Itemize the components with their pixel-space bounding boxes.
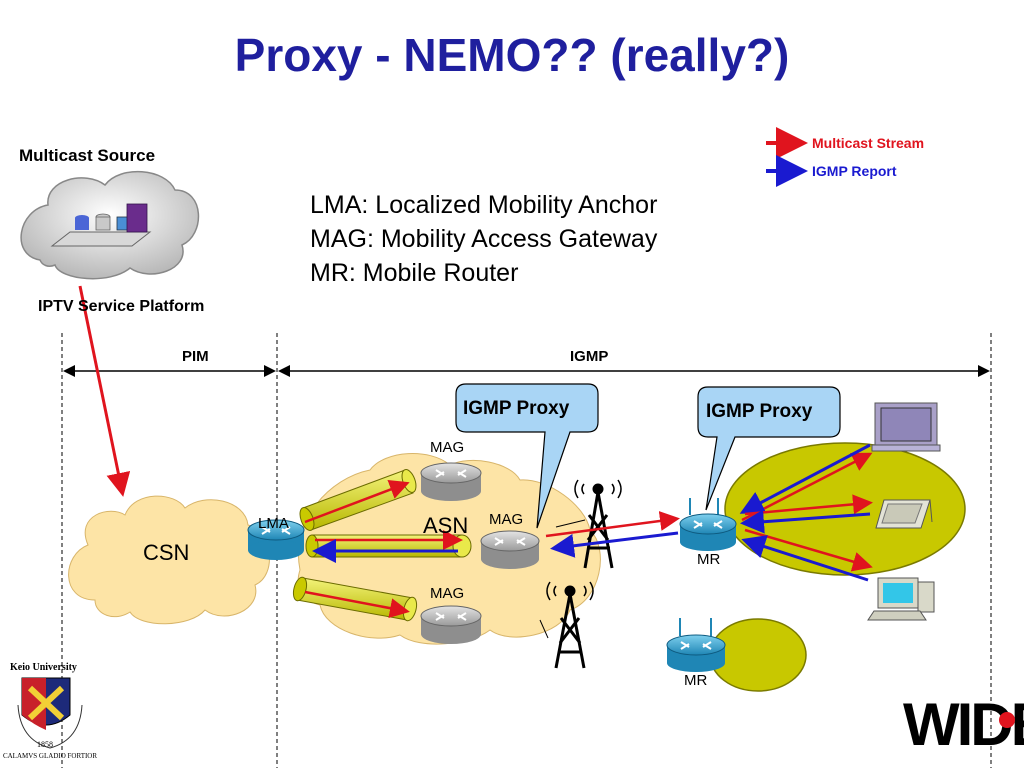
definition-mr: MR: Mobile Router [310, 259, 519, 287]
igmp-region-label: IGMP [570, 348, 609, 365]
mr-main-label: MR [697, 551, 721, 568]
mr-second-label: MR [684, 672, 708, 689]
asn-label: ASN [423, 513, 469, 538]
definition-mag: MAG: Mobility Access Gateway [310, 225, 658, 253]
mag-router-middle [480, 530, 540, 569]
pc-device [867, 577, 935, 621]
pda-device [875, 499, 933, 529]
mr-router-main [679, 498, 737, 551]
legend-igmp-label: IGMP Report [812, 163, 897, 179]
radio-tower-lower [546, 581, 594, 669]
definition-lma: LMA: Localized Mobility Anchor [310, 191, 658, 219]
mag-middle-label: MAG [489, 511, 524, 528]
csn-cloud [68, 495, 270, 625]
keio-year-label: 1858 [37, 740, 53, 749]
lma-label: LMA [258, 515, 289, 532]
tv-device [871, 402, 941, 452]
wide-logo-dot [999, 712, 1015, 728]
mag-top-label: MAG [430, 439, 465, 456]
mag-bottom-label: MAG [430, 585, 465, 602]
source-to-csn-arrow [78, 285, 131, 497]
callout-left-label: IGMP Proxy [463, 398, 570, 419]
tunnel-bottom [292, 576, 418, 622]
keio-motto-label: CALAMVS GLADIO FORTIOR [2, 752, 98, 760]
lma-router [247, 519, 305, 560]
legend-multicast-label: Multicast Stream [812, 135, 925, 151]
page-title: Proxy - NEMO?? (really?) [234, 29, 790, 81]
iptv-platform-label: IPTV Service Platform [38, 298, 205, 315]
callout-right-bubble [697, 386, 841, 511]
csn-label: CSN [143, 540, 190, 565]
callout-left-bubble [455, 383, 599, 529]
multicast-source-heading: Multicast Source [19, 146, 156, 165]
pim-region-label: PIM [182, 348, 209, 365]
mag-router-top [420, 462, 482, 501]
mr-router-second [666, 618, 726, 672]
multicast-source-cloud [20, 171, 200, 280]
callout-right-label: IGMP Proxy [706, 401, 813, 422]
keio-university-label: Keio University [10, 662, 77, 673]
mag-router-bottom [420, 605, 482, 644]
keio-emblem [17, 677, 83, 749]
